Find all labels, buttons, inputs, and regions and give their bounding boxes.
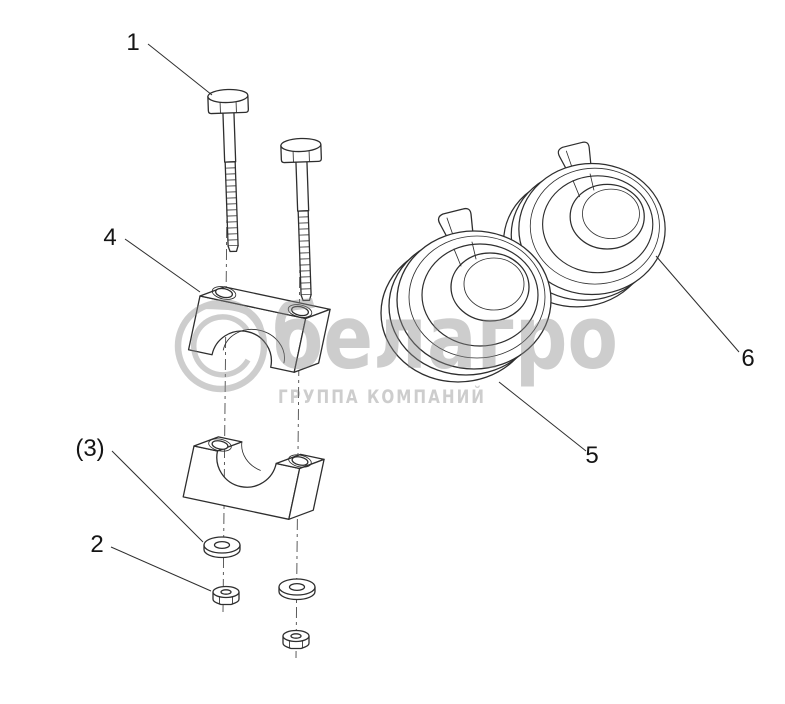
leader-3 xyxy=(111,450,204,543)
watermark-logo-leaf-icon xyxy=(199,299,264,330)
clamp-upper-holes xyxy=(211,286,313,318)
clamp-lower-half xyxy=(182,436,325,520)
leader-4 xyxy=(124,238,201,293)
watermark: белагро ГРУППА КОМПАНИЙ xyxy=(174,286,618,408)
watermark-brand-name: белагро xyxy=(272,286,618,389)
leader-5 xyxy=(498,381,587,452)
callout-1: 1 xyxy=(126,29,139,56)
leader-lines xyxy=(110,43,740,592)
centerline-bolt-a xyxy=(222,94,229,613)
hex-nut-a xyxy=(212,585,240,606)
centerline-bolt-b xyxy=(295,144,302,659)
hex-bolt-2 xyxy=(279,137,327,302)
hex-nut-b xyxy=(282,629,310,650)
leader-2 xyxy=(110,546,212,592)
bolt-hole xyxy=(211,440,229,450)
washer-b xyxy=(278,578,316,601)
callout-labels: 1 4 (3) 2 5 6 xyxy=(75,29,754,558)
washer-a xyxy=(203,536,241,559)
leader-6 xyxy=(655,255,740,353)
callout-3: (3) xyxy=(75,435,104,462)
watermark-logo-inner-arc xyxy=(190,314,251,378)
watermark-logo-ring xyxy=(174,299,268,393)
bolt-hole xyxy=(290,305,310,317)
callout-4: 4 xyxy=(103,224,116,251)
callout-6: 6 xyxy=(741,345,754,372)
bolt-hole xyxy=(291,456,309,466)
callout-2: 2 xyxy=(90,531,103,558)
centerlines xyxy=(222,94,302,659)
clamp-lower-holes xyxy=(208,438,312,468)
callout-5: 5 xyxy=(585,442,598,469)
hex-bolt-1 xyxy=(206,88,254,253)
leader-1 xyxy=(147,43,213,96)
bolt-hole xyxy=(214,287,234,299)
watermark-tagline: ГРУППА КОМПАНИЙ xyxy=(278,385,486,408)
